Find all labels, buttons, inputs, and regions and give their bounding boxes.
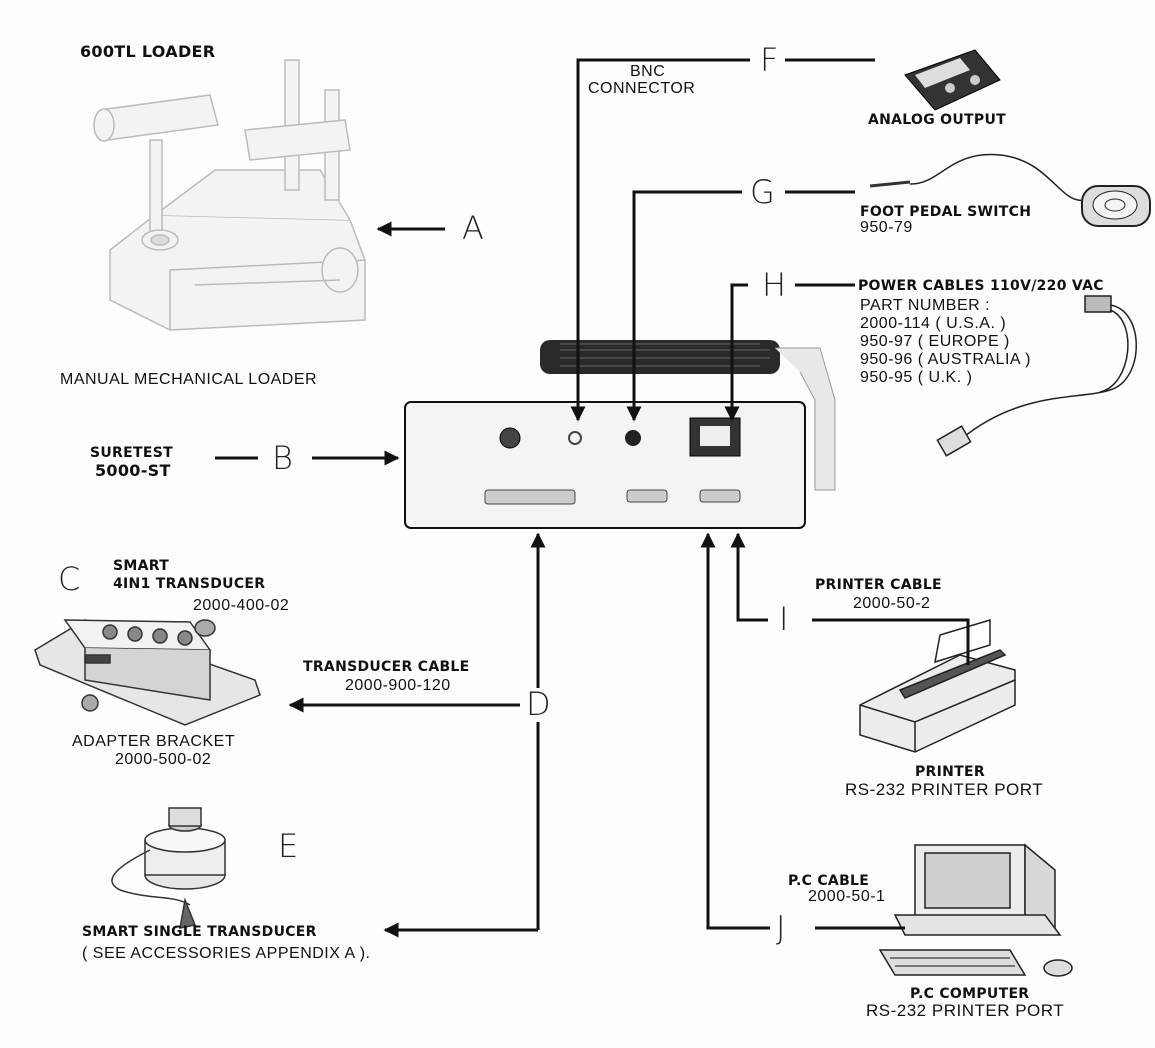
letter-d: D: [526, 688, 551, 720]
letter-i: I: [779, 603, 788, 635]
loader-illustration: [94, 60, 365, 330]
suretest-line1: SURETEST: [90, 446, 173, 460]
printer-cable-part: 2000-50-2: [853, 596, 930, 612]
foot-pedal-label: FOOT PEDAL SWITCH: [860, 205, 1031, 219]
power-part-australia: 950-96 ( AUSTRALIA ): [860, 352, 1031, 368]
letter-h: H: [762, 269, 786, 301]
line-g: [634, 192, 742, 420]
bnc-line1: BNC: [630, 64, 665, 80]
pc-cable-label: P.C CABLE: [788, 874, 869, 888]
foot-pedal-part: 950-79: [860, 220, 913, 236]
letter-b: B: [272, 442, 293, 474]
loader-caption: MANUAL MECHANICAL LOADER: [60, 372, 317, 388]
pc-label: P.C COMPUTER: [910, 987, 1029, 1001]
printer-label: PRINTER: [915, 765, 985, 779]
single-transducer-note: ( SEE ACCESSORIES APPENDIX A ).: [82, 946, 370, 962]
power-part-uk: 950-95 ( U.K. ): [860, 370, 972, 386]
single-transducer-label: SMART SINGLE TRANSDUCER: [82, 925, 317, 939]
letter-a: A: [462, 212, 484, 244]
pc-cable-part: 2000-50-1: [808, 889, 885, 905]
letter-g: G: [750, 176, 775, 208]
transducer-4in1-line1: SMART: [113, 559, 169, 573]
loader-title: 600TL LOADER: [80, 44, 215, 60]
transducer-cable-part: 2000-900-120: [345, 678, 451, 694]
letter-f: F: [760, 44, 778, 76]
adapter-line2: 2000-500-02: [115, 752, 211, 768]
letter-c: C: [58, 563, 80, 595]
analog-output-label: ANALOG OUTPUT: [868, 113, 1006, 127]
transducer-4in1-illustration: [35, 620, 260, 725]
pc-port: RS-232 PRINTER PORT: [866, 1002, 1064, 1019]
printer-port: RS-232 PRINTER PORT: [845, 781, 1043, 798]
letter-e: E: [278, 830, 298, 862]
transducer-cable-label: TRANSDUCER CABLE: [303, 660, 470, 674]
letter-j: J: [776, 912, 785, 944]
power-part-header: PART NUMBER :: [860, 298, 990, 314]
suretest-box: [405, 402, 805, 528]
adapter-line1: ADAPTER BRACKET: [72, 734, 235, 750]
line-i: [738, 534, 768, 620]
single-transducer-illustration: [112, 808, 225, 928]
transducer-4in1-part: 2000-400-02: [193, 598, 289, 614]
suretest-line2: 5000-ST: [95, 463, 171, 479]
printer-illustration: [860, 620, 1015, 752]
printer-cable-label: PRINTER CABLE: [815, 578, 942, 592]
power-part-usa: 2000-114 ( U.S.A. ): [860, 316, 1006, 332]
bnc-line2: CONNECTOR: [588, 81, 695, 97]
pc-illustration: [880, 845, 1072, 976]
power-cables-label: POWER CABLES 110V/220 VAC: [858, 279, 1104, 293]
analog-meter-illustration: [905, 50, 1000, 110]
transducer-4in1-line2: 4IN1 TRANSDUCER: [113, 577, 265, 591]
power-part-europe: 950-97 ( EUROPE ): [860, 334, 1010, 350]
